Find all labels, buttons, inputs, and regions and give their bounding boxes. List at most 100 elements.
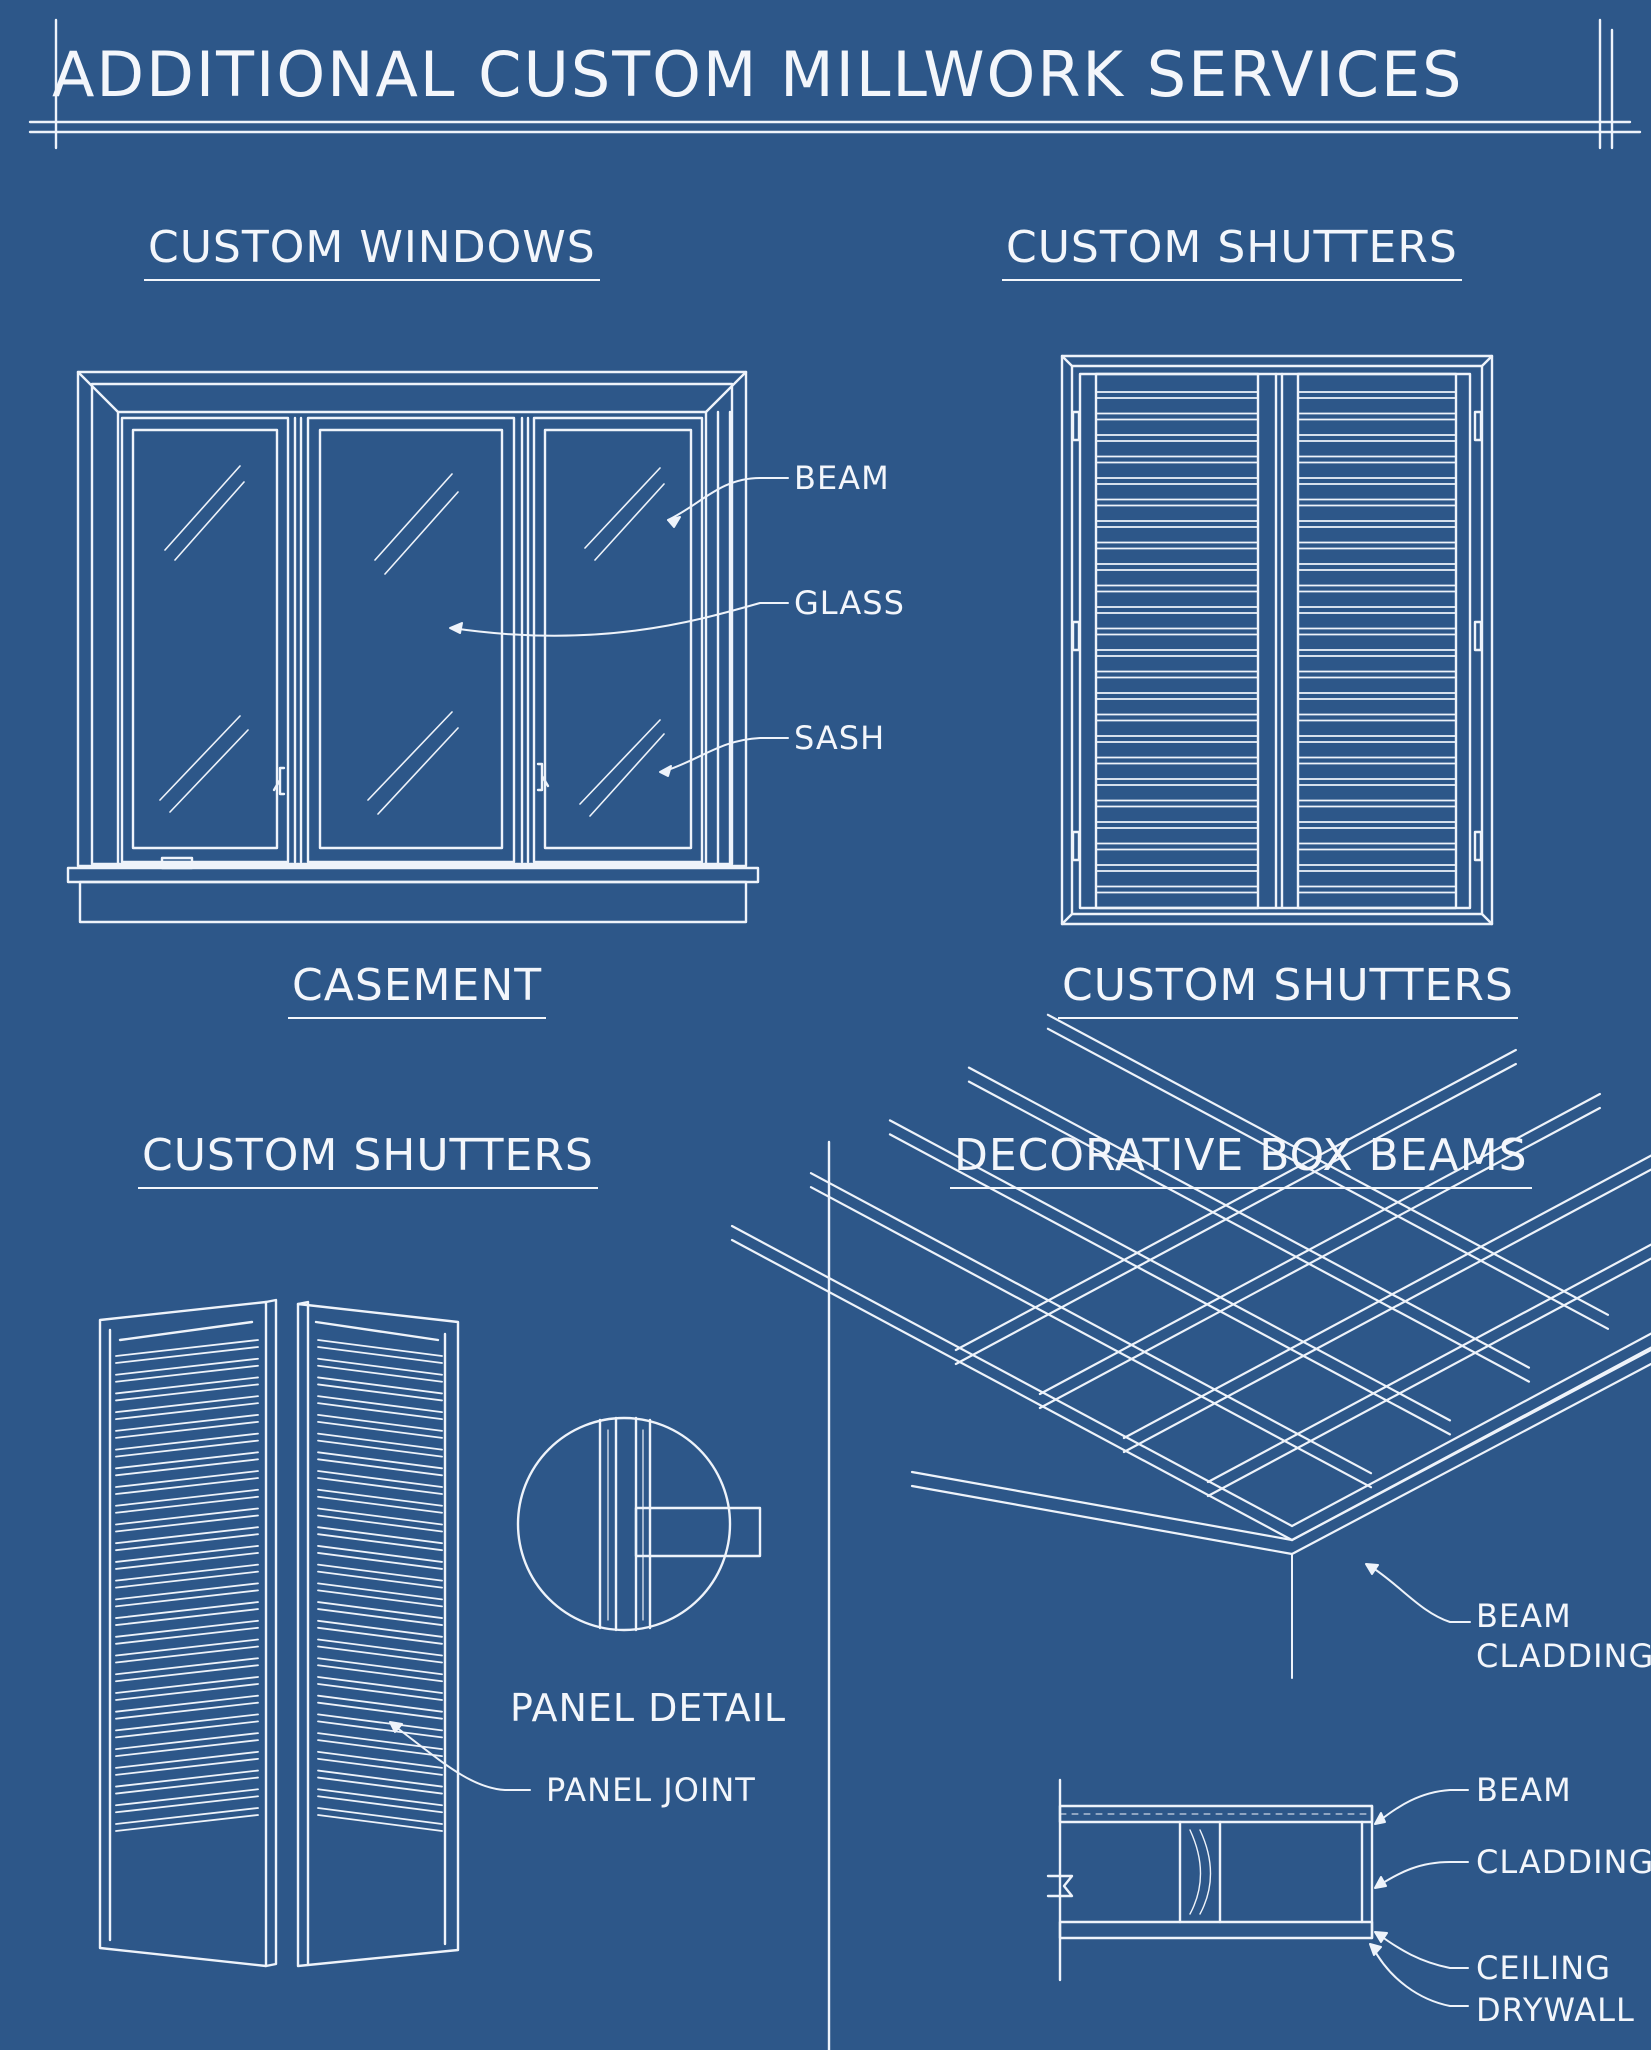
callout-glass: GLASS	[794, 584, 905, 622]
front-shutter-drawing	[1060, 354, 1494, 926]
beam-edge	[809, 1186, 1373, 1489]
folding-louver	[317, 1814, 443, 1832]
folding-louver	[115, 1458, 259, 1477]
folding-louver	[115, 1713, 259, 1732]
folding-louver	[317, 1533, 443, 1552]
folding-louver	[317, 1701, 443, 1720]
folding-louver	[317, 1432, 443, 1451]
folding-louver	[115, 1739, 259, 1758]
folding-louver	[317, 1477, 443, 1495]
folding-louver	[115, 1413, 259, 1432]
beam-edge	[1038, 1092, 1601, 1396]
folding-louver	[115, 1776, 259, 1795]
folding-louver	[115, 1732, 259, 1751]
folding-louvers	[115, 1339, 443, 1832]
folding-louver	[115, 1757, 259, 1776]
folding-louver	[115, 1645, 259, 1664]
folding-louver	[317, 1402, 443, 1421]
beam-edge	[809, 1172, 1373, 1475]
title-frame	[28, 18, 1642, 150]
folding-louver	[317, 1807, 443, 1825]
folding-louver	[115, 1601, 259, 1619]
folding-louver	[317, 1638, 443, 1657]
heading-custom-shutters-folding: CUSTOM SHUTTERS	[138, 1130, 598, 1189]
folding-louver	[115, 1507, 259, 1526]
panel-joint-leader	[389, 1721, 531, 1791]
beam-edge	[1206, 1257, 1651, 1498]
folding-louver	[317, 1664, 443, 1683]
folding-louver	[317, 1694, 443, 1713]
caption-custom-shutters: CUSTOM SHUTTERS	[1058, 960, 1518, 1019]
folding-louver	[115, 1533, 259, 1552]
folding-louver	[115, 1664, 259, 1683]
folding-louver	[115, 1626, 259, 1645]
beam-edge	[1206, 1243, 1651, 1484]
heading-custom-windows: CUSTOM WINDOWS	[144, 222, 600, 281]
folding-louver	[317, 1514, 443, 1533]
folding-louver	[115, 1383, 259, 1402]
beam-edge	[967, 1080, 1531, 1383]
folding-louver	[317, 1339, 443, 1357]
folding-louver	[317, 1608, 443, 1626]
folding-louver	[317, 1552, 443, 1570]
folding-louver	[115, 1608, 259, 1626]
folding-louver	[317, 1795, 443, 1814]
folding-louver	[317, 1713, 443, 1732]
folding-louver	[317, 1739, 443, 1758]
folding-louver	[317, 1507, 443, 1526]
folding-louver	[317, 1619, 443, 1638]
casement-window-drawing	[66, 370, 760, 924]
folding-louver	[317, 1645, 443, 1664]
folding-louver	[115, 1750, 259, 1769]
folding-louver	[317, 1451, 443, 1470]
callout-grid-cladding: CLADDING	[1476, 1637, 1651, 1675]
folding-louver	[317, 1526, 443, 1545]
beam-edge	[1122, 1168, 1651, 1454]
folding-louver	[115, 1582, 259, 1601]
folding-louver	[317, 1570, 443, 1589]
folding-louver	[115, 1694, 259, 1713]
callout-section-cladding: CLADDING	[1476, 1843, 1651, 1881]
folding-louver	[317, 1582, 443, 1601]
beam-edge	[954, 1062, 1517, 1366]
beam-edge	[1122, 1154, 1651, 1440]
folding-louver	[115, 1432, 259, 1451]
beam-edge	[888, 1133, 1452, 1436]
folding-louver	[317, 1657, 443, 1676]
folding-louver	[115, 1451, 259, 1470]
callout-section-drywall: DRYWALL	[1476, 1991, 1635, 2029]
folding-louver	[115, 1545, 259, 1563]
callout-section-beam: BEAM	[1476, 1771, 1572, 1809]
shutter-louvers	[1095, 391, 1457, 894]
folding-louver	[115, 1395, 259, 1414]
box-beam-section-leaders	[1369, 1789, 1469, 2007]
folding-louver	[317, 1439, 443, 1458]
folding-louver	[317, 1626, 443, 1645]
folding-louver	[115, 1339, 259, 1357]
folding-louver	[115, 1589, 259, 1608]
folding-louver	[317, 1470, 443, 1488]
folding-louver	[115, 1420, 259, 1439]
folding-louver	[317, 1395, 443, 1414]
callout-sash: SASH	[794, 719, 886, 757]
folding-louver	[317, 1750, 443, 1769]
folding-louver	[115, 1795, 259, 1814]
folding-louver	[317, 1545, 443, 1563]
callout-section-ceiling: CEILING	[1476, 1949, 1611, 1987]
beam-edge	[954, 1048, 1517, 1352]
folding-louver	[115, 1814, 259, 1832]
folding-louver	[115, 1514, 259, 1533]
beam-edge	[1290, 1332, 1651, 1528]
folding-louver	[115, 1477, 259, 1495]
callout-beam-window: BEAM	[794, 459, 890, 497]
folding-louver	[317, 1720, 443, 1739]
folding-louver	[317, 1458, 443, 1477]
folding-louver	[115, 1720, 259, 1739]
folding-louver	[115, 1357, 259, 1376]
beam-edge	[730, 1224, 1294, 1528]
beam-edge	[1046, 1027, 1610, 1330]
folding-louver	[115, 1701, 259, 1720]
folding-louver	[115, 1563, 259, 1582]
folding-louver	[115, 1552, 259, 1570]
